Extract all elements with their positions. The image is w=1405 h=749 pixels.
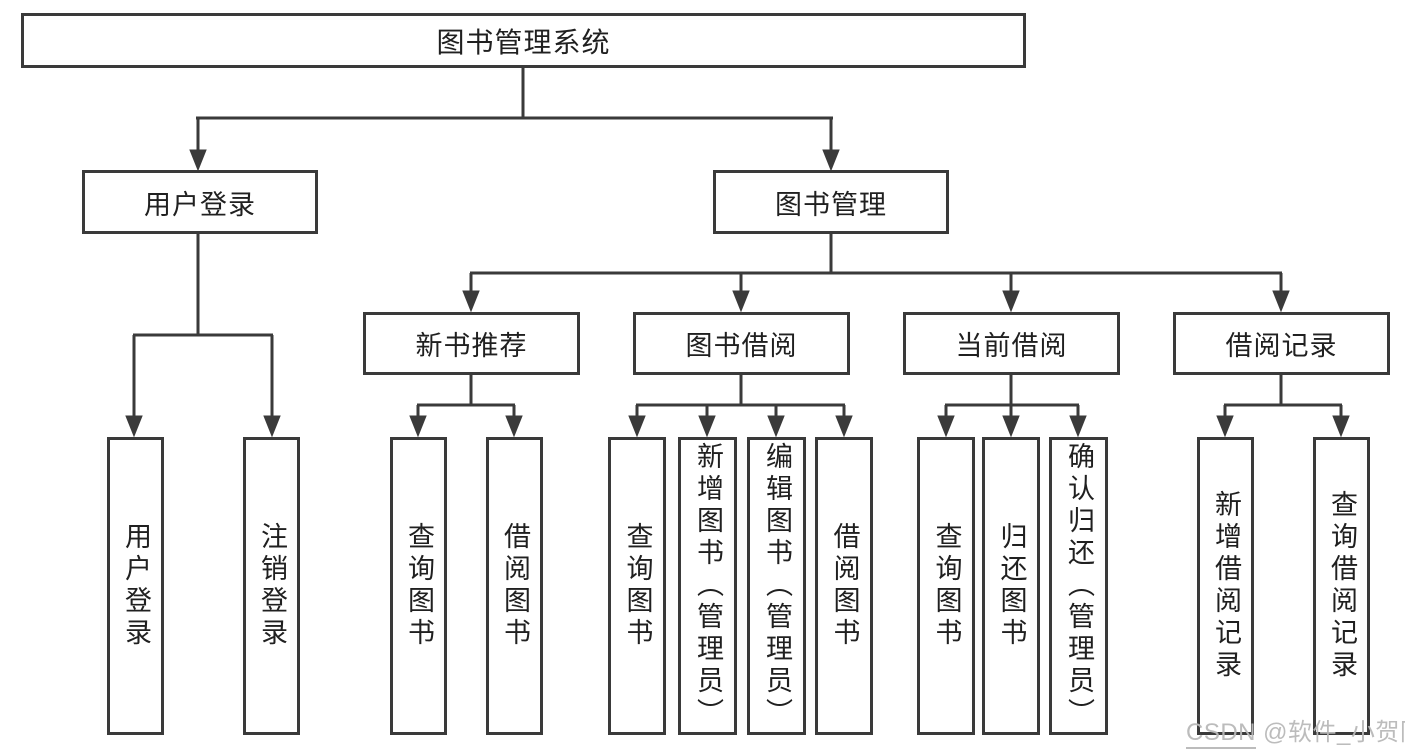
node-label: 编辑图书（管理员）: [762, 442, 792, 730]
leaf-logout: 注销登录: [243, 437, 300, 735]
node-label: 新增图书（管理员）: [693, 442, 723, 730]
node-label: 当前借阅: [955, 331, 1068, 361]
watermark-handle: @软件_小贺同学: [1263, 719, 1405, 746]
node-label: 注销登录: [257, 522, 287, 650]
node-user-login: 用户登录: [82, 170, 318, 234]
leaf-return-book: 归还图书: [982, 437, 1040, 735]
node-label: 图书管理系统: [436, 26, 611, 58]
node-label: 查询图书: [622, 522, 653, 650]
arrowhead: [767, 415, 785, 438]
watermark-prefix: CSDN: [1186, 719, 1257, 749]
leaf-edit-book-admin: 编辑图书（管理员）: [747, 437, 806, 735]
leaf-add-borrow-record: 新增借阅记录: [1197, 437, 1254, 735]
connector-new-book-to-leaves: [409, 375, 523, 438]
node-label: 借阅记录: [1225, 331, 1338, 361]
connector-user-login-to-leaves: [125, 234, 281, 438]
arrowhead: [1069, 415, 1087, 438]
node-label: 查询图书: [404, 522, 434, 650]
node-label: 图书管理: [775, 189, 887, 220]
arrowhead: [462, 290, 480, 313]
arrowhead: [822, 149, 840, 172]
connector-root-to-level2: [189, 68, 840, 172]
leaf-recommend-borrow-book: 借阅图书: [486, 437, 543, 735]
node-book-borrow: 图书借阅: [633, 312, 850, 375]
leaf-borrow-book: 借阅图书: [815, 437, 873, 735]
node-borrow-records: 借阅记录: [1173, 312, 1390, 375]
arrowhead: [628, 415, 646, 438]
csdn-watermark: CSDN @软件_小贺同学: [1186, 712, 1405, 749]
node-library-management-system: 图书管理系统: [21, 13, 1026, 68]
arrowhead: [189, 149, 207, 172]
arrowhead: [263, 415, 281, 438]
node-label: 图书借阅: [685, 331, 798, 361]
node-current-borrow: 当前借阅: [903, 312, 1120, 375]
arrowhead: [1332, 415, 1350, 438]
arrowhead: [505, 415, 523, 438]
arrowhead: [732, 290, 750, 313]
arrowhead: [1216, 415, 1234, 438]
node-label: 新增借阅记录: [1211, 490, 1241, 682]
leaf-recommend-query-book: 查询图书: [390, 437, 447, 735]
node-label: 用户登录: [121, 522, 151, 650]
node-new-book-recommend: 新书推荐: [363, 312, 580, 375]
arrowhead: [1002, 290, 1020, 313]
node-label: 用户登录: [144, 189, 256, 220]
connector-borrow-records-to-leaves: [1216, 375, 1350, 438]
leaf-query-borrow-record: 查询借阅记录: [1313, 437, 1370, 735]
arrowhead: [409, 415, 427, 438]
connector-book-mgmt-to-level3: [462, 234, 1290, 313]
node-label: 归还图书: [996, 522, 1027, 650]
leaf-add-book-admin: 新增图书（管理员）: [678, 437, 737, 735]
arrowhead: [1272, 290, 1290, 313]
arrowhead: [125, 415, 143, 438]
node-label: 确认归还（管理员）: [1064, 442, 1094, 730]
arrowhead: [937, 415, 955, 438]
arrowhead: [835, 415, 853, 438]
leaf-borrow-query-book: 查询图书: [608, 437, 666, 735]
arrowhead: [1002, 415, 1020, 438]
node-label: 借阅图书: [829, 522, 860, 650]
node-label: 借阅图书: [500, 522, 530, 650]
node-label: 查询图书: [931, 522, 962, 650]
connector-current-borrow-to-leaves: [937, 375, 1087, 438]
node-label: 新书推荐: [415, 331, 528, 361]
arrowhead: [698, 415, 716, 438]
connector-book-borrow-to-leaves: [628, 375, 853, 438]
leaf-user-login: 用户登录: [107, 437, 164, 735]
leaf-current-query-book: 查询图书: [917, 437, 975, 735]
node-label: 查询借阅记录: [1327, 490, 1357, 682]
leaf-confirm-return-admin: 确认归还（管理员）: [1049, 437, 1108, 735]
node-book-management: 图书管理: [713, 170, 949, 234]
